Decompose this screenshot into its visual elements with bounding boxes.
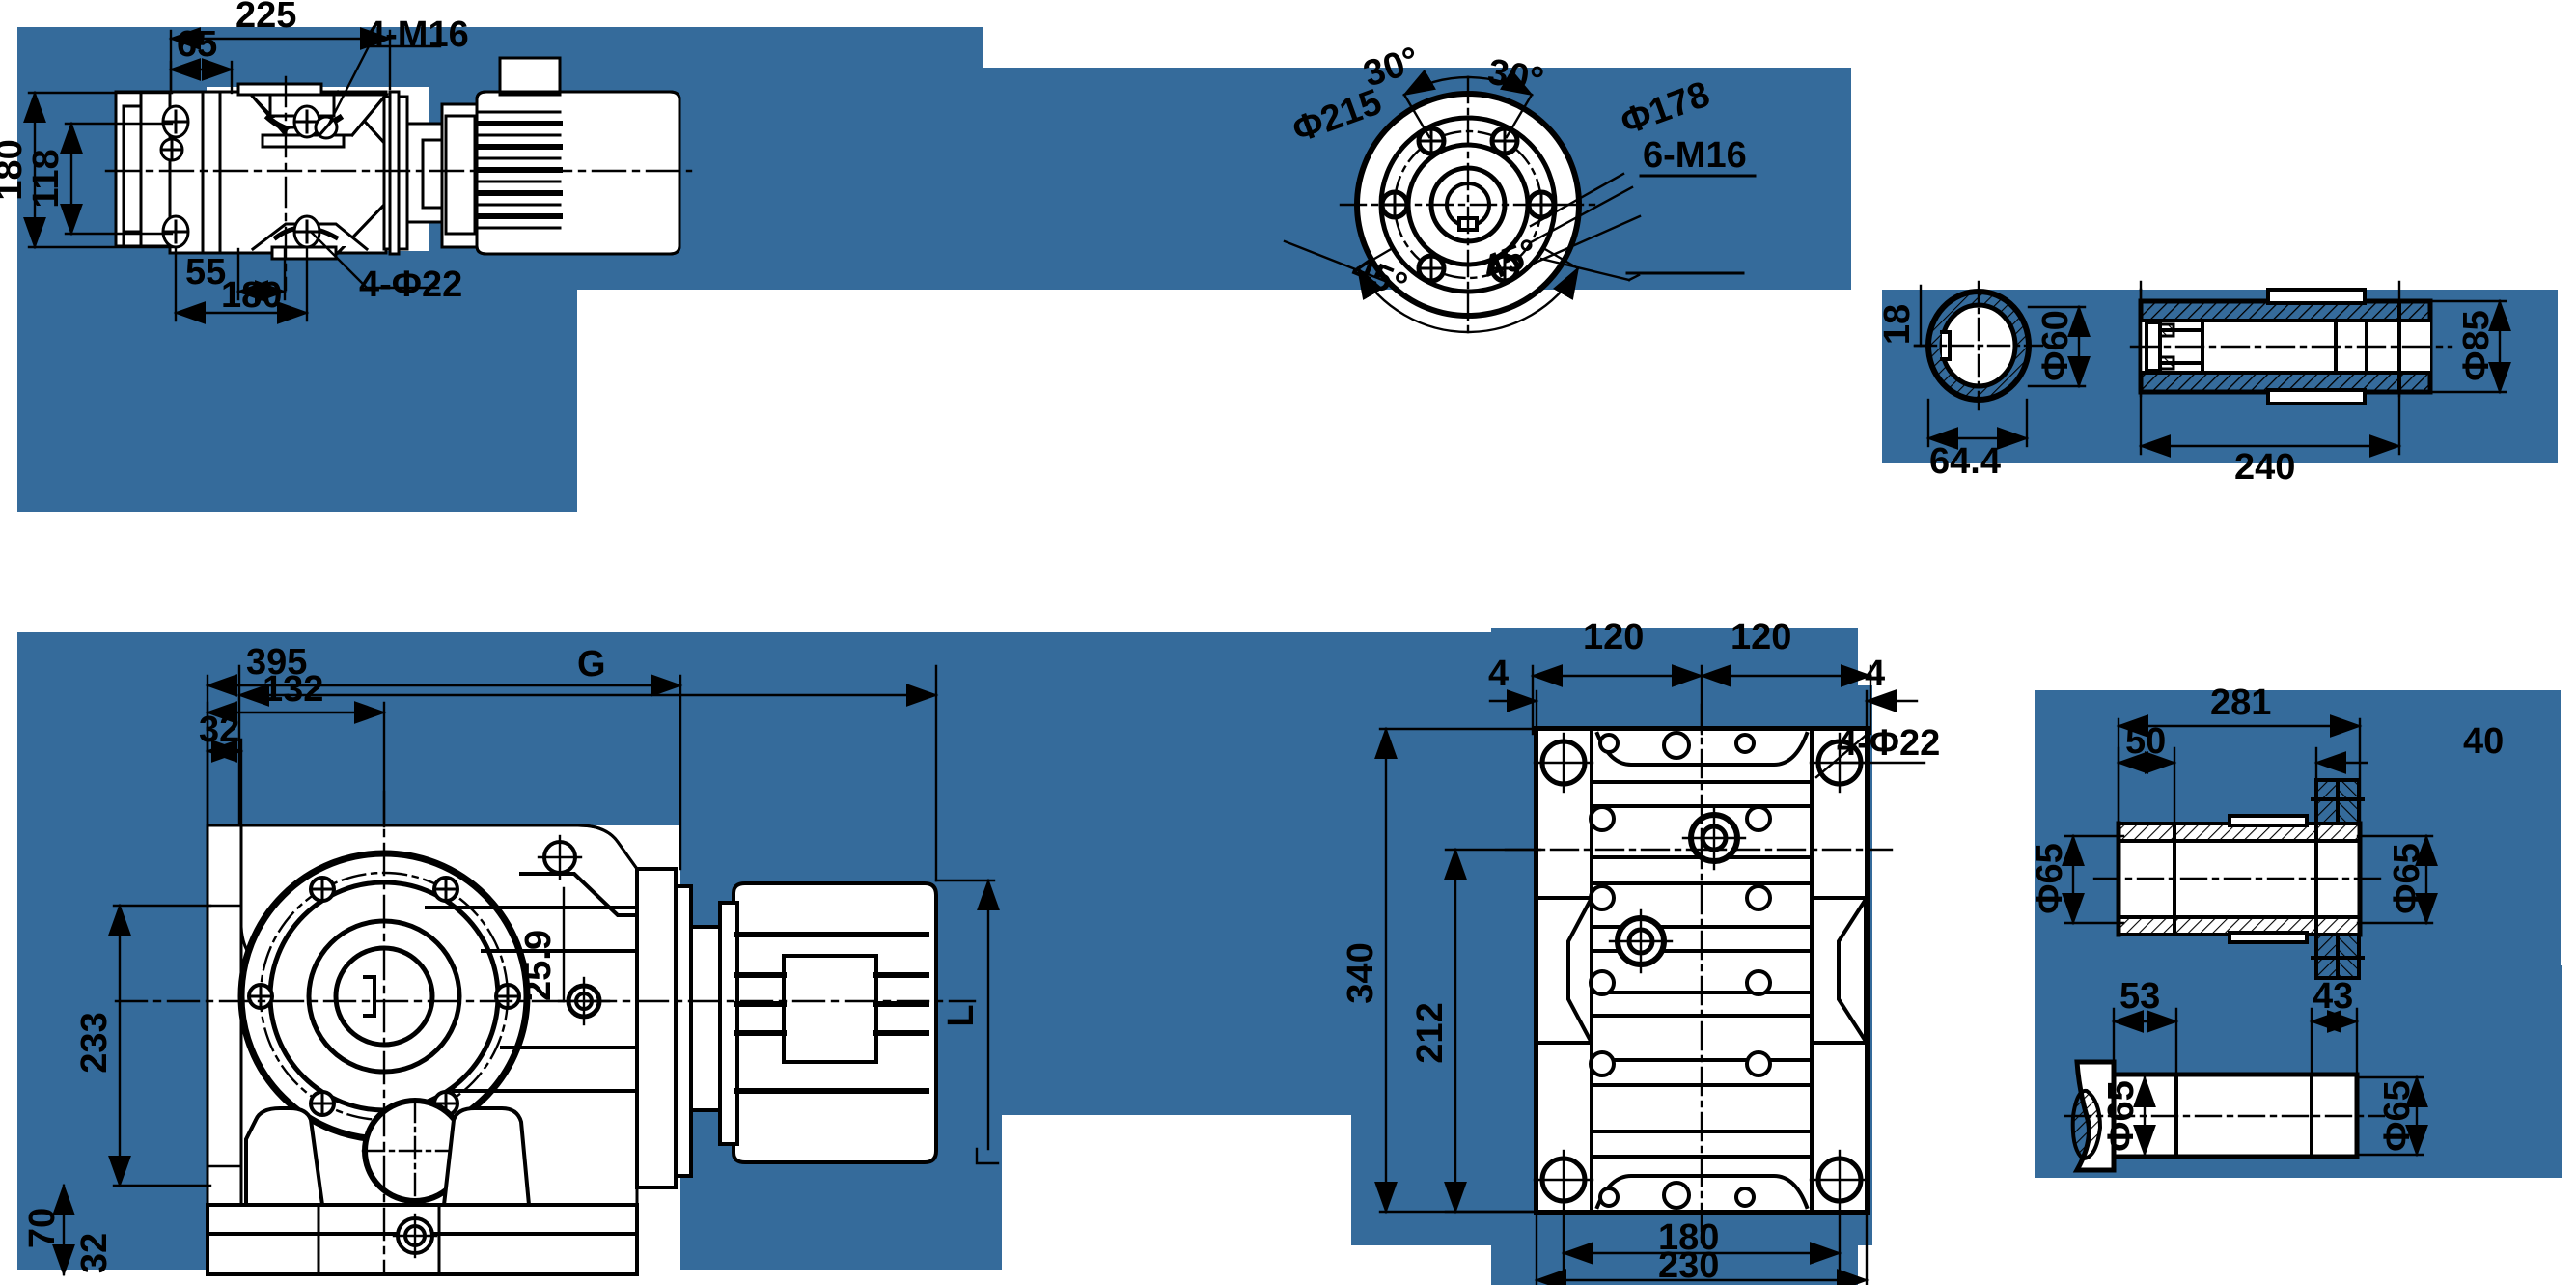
dim-53-text: 53: [2119, 976, 2160, 1017]
callout-4-d22-text: 4-Φ22: [359, 265, 462, 305]
dim-25-9-text: 25.9: [518, 930, 559, 1001]
dim-120-right-text: 120: [1731, 617, 1791, 657]
dim-phi85-text: Φ85: [2456, 310, 2497, 380]
callout-6-m16-text: 6-M16: [1643, 135, 1747, 176]
dim-233-text: 233: [74, 1012, 115, 1073]
callout-4-d22-plan-text: 4-Φ22: [1837, 723, 1940, 764]
dim-70-text: 70: [22, 1208, 63, 1248]
dim-18-text: 18: [1877, 304, 1918, 345]
dimensions-side-elevation: [52, 664, 1000, 1277]
view-output-flange: [1283, 69, 1745, 334]
dim-50-text: 50: [2125, 721, 2166, 762]
dim-phi60-text: Φ60: [2036, 310, 2076, 380]
dim-64-4-text: 64.4: [1929, 441, 2001, 482]
dimensions-front-elevation: [23, 27, 442, 324]
view-shaft-retaining: [2092, 778, 2386, 980]
dim-118-text: 118: [26, 149, 67, 208]
dim-phi65-ul-text: Φ65: [2030, 843, 2070, 913]
dim-phi215-text: Φ215: [1288, 82, 1387, 152]
dim-120-left-text: 120: [1583, 617, 1644, 657]
dim-180v-text: 180: [0, 139, 30, 200]
dimensions-shaft-plain: [2111, 1007, 2428, 1158]
dimensions-shaft-retaining: [2062, 714, 2438, 926]
dim-230-plan-text: 230: [1658, 1245, 1719, 1285]
dim-phi65-ll-text: Φ65: [2101, 1080, 2142, 1151]
dim-phi65-ur-text: Φ65: [2387, 843, 2427, 913]
view-hollow-shaft: [1913, 280, 2453, 411]
view-side-elevation: [114, 790, 977, 1279]
dim-180h-text: 180: [221, 275, 282, 316]
view-plan: [1504, 703, 1894, 1247]
dim-L-text: L: [941, 1004, 982, 1026]
dim-212-text: 212: [1410, 1002, 1451, 1063]
dim-4-right-text: 4: [1865, 654, 1885, 694]
dim-32-top-text: 32: [199, 710, 239, 750]
dim-281-text: 281: [2210, 683, 2271, 723]
view-front-elevation: [104, 56, 693, 292]
dimensions-hollow-shaft: [1913, 280, 2511, 458]
dim-340-text: 340: [1341, 942, 1381, 1003]
dimensions-plan: [1374, 664, 1926, 1285]
dim-65-text: 65: [177, 24, 217, 65]
dim-phi178-text: Φ178: [1616, 74, 1715, 144]
dim-G-text: G: [577, 644, 606, 684]
dim-43-text: 43: [2313, 976, 2353, 1017]
dim-40-text: 40: [2463, 721, 2504, 762]
dim-225-text: 225: [235, 0, 296, 36]
callout-4-m16-text: 4-M16: [365, 14, 469, 55]
dim-32-bot-text: 32: [74, 1233, 115, 1273]
dim-4-left-text: 4: [1488, 654, 1509, 694]
dim-132-text: 132: [263, 669, 323, 710]
angle-30-right-text: 30°: [1484, 52, 1546, 101]
dim-240-text: 240: [2234, 447, 2295, 488]
dim-phi65-lr-text: Φ65: [2377, 1080, 2418, 1151]
dim-395-text: 395: [246, 642, 307, 683]
dim-55-text: 55: [185, 252, 226, 293]
dim-180-plan-text: 180: [1658, 1217, 1719, 1258]
